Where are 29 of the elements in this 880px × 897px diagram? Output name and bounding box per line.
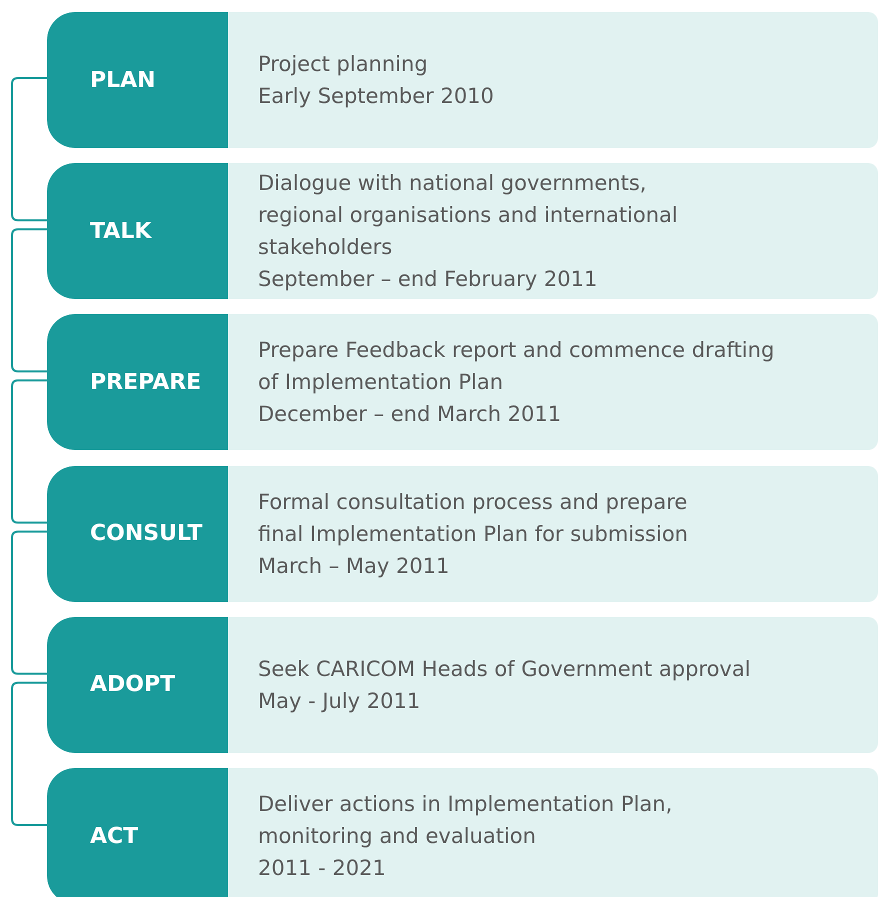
stage-row (47, 12, 878, 148)
bracket-connector (11, 228, 47, 372)
stage-description: Deliver actions in Implementation Plan, monitoring and evaluation (258, 791, 674, 850)
stage-description: Project planning (258, 51, 429, 78)
stage-description: Dialogue with national governments, regional organisations and international stakeholders (258, 170, 679, 262)
stage-row (47, 314, 878, 450)
stage-label: PLAN (90, 66, 156, 94)
stage-description: Formal consultation process and prepare final Implementation Plan for submission (258, 488, 689, 548)
bracket-connector (11, 530, 47, 675)
stage-row (47, 616, 878, 753)
stage-label: PREPARE (90, 368, 202, 397)
stage-row (47, 768, 878, 897)
stage-date: December – end March 2011 (258, 401, 562, 428)
bracket-connector (11, 682, 47, 826)
bracket-connector (11, 379, 47, 524)
stage-label: TALK (90, 218, 152, 246)
stage-label: ADOPT (90, 671, 176, 700)
stage-description: Prepare Feedback report and commence drafting of Implementation Plan (258, 337, 776, 396)
stage-row (47, 466, 878, 602)
stage-label: CONSULT (90, 520, 202, 548)
bracket-connector (11, 77, 47, 222)
stage-row (47, 163, 878, 300)
stage-date: September – end February 2011 (258, 266, 598, 294)
stage-date: Early September 2010 (258, 83, 495, 110)
stage-date: May - July 2011 (258, 688, 422, 715)
stage-label: ACT (90, 822, 138, 850)
stage-date: 2011 - 2021 (258, 855, 387, 882)
stage-description: Seek CARICOM Heads of Government approval (258, 656, 752, 683)
stage-date: March – May 2011 (258, 552, 450, 580)
